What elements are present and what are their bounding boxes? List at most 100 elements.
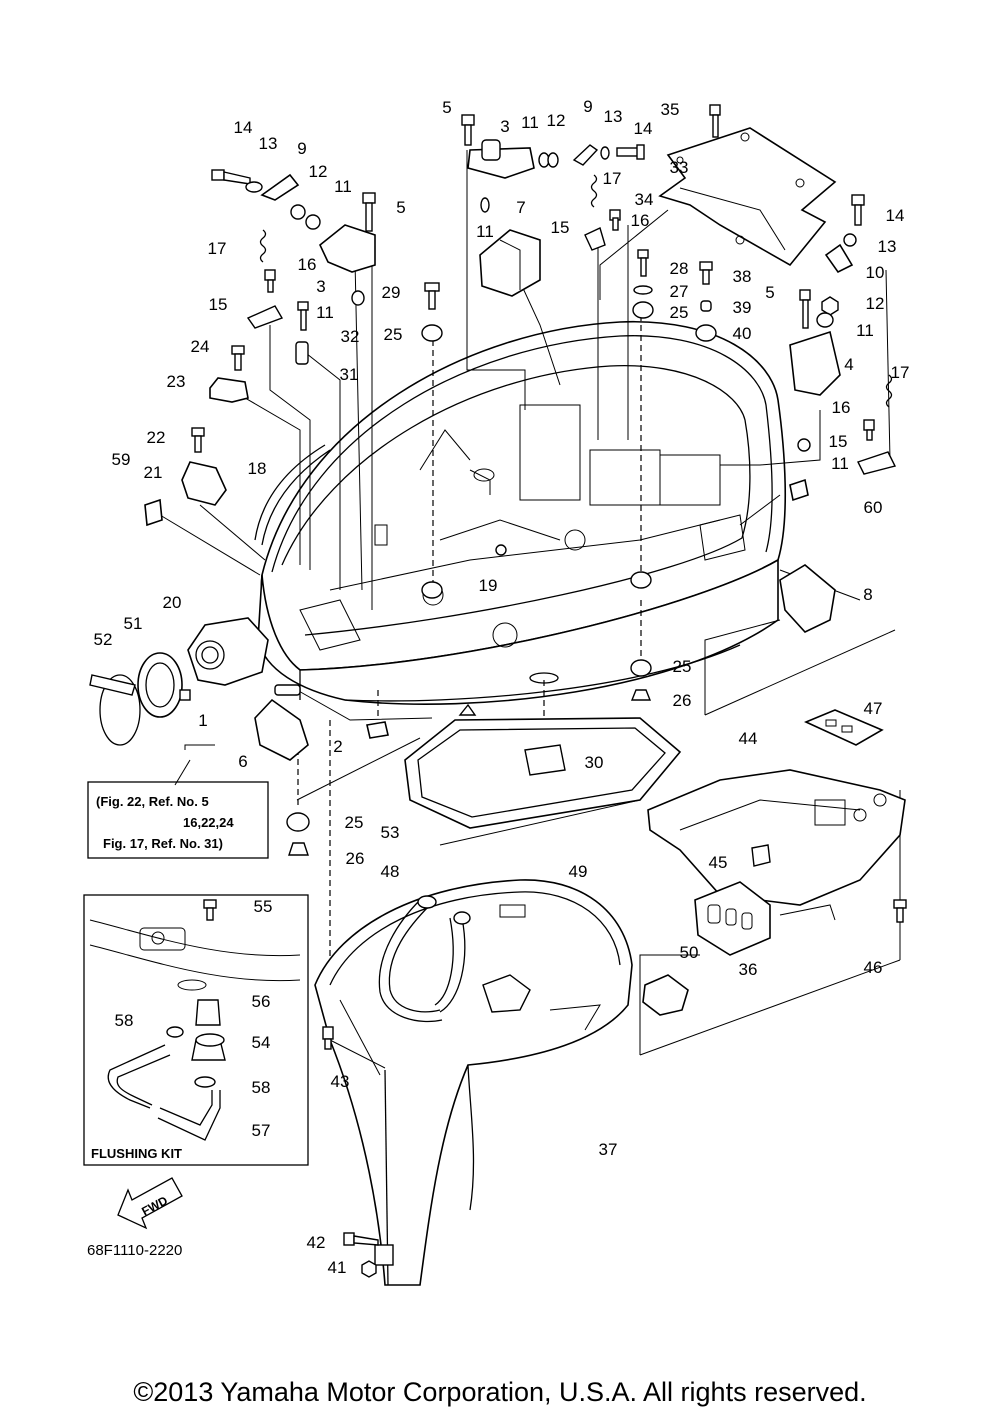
callout-52: 52 (94, 630, 113, 649)
callout-54: 54 (252, 1033, 271, 1052)
right-bracket-parts (816, 194, 865, 328)
callout-11: 11 (856, 321, 874, 340)
flushing-kit-box: FLUSHING KIT (83, 894, 309, 1166)
spring-clip-top (480, 174, 621, 251)
callout-24: 24 (191, 337, 210, 356)
callout-11: 11 (476, 222, 494, 241)
callout-3: 3 (316, 277, 325, 296)
callout-11: 11 (521, 113, 539, 132)
callout-17: 17 (891, 363, 910, 382)
callout-6: 6 (238, 752, 247, 771)
callout-50: 50 (680, 943, 699, 962)
callout-8: 8 (863, 585, 872, 604)
callout-41: 41 (328, 1258, 347, 1277)
callout-28: 28 (670, 259, 689, 278)
bracket-4 (789, 289, 897, 475)
left-side-parts (144, 301, 809, 527)
fwd-arrow: FWD (117, 1177, 183, 1230)
callout-31: 31 (340, 365, 359, 384)
callout-36: 36 (739, 960, 758, 979)
grommets-lower (286, 659, 652, 856)
callout-21: 21 (144, 463, 163, 482)
callout-32: 32 (341, 327, 360, 346)
callout-56: 56 (252, 992, 271, 1011)
callout-39: 39 (733, 298, 752, 317)
callout-26: 26 (673, 691, 692, 710)
callout-22: 22 (147, 428, 166, 447)
seal-strip (261, 449, 331, 546)
bolt-5-top (461, 114, 475, 146)
callout-17: 17 (603, 169, 622, 188)
callout-51: 51 (124, 614, 143, 633)
part-8 (779, 564, 836, 633)
plate-33 (658, 104, 837, 267)
callout-48: 48 (381, 862, 400, 881)
flushing-kit-label: FLUSHING KIT (91, 1146, 182, 1161)
gasket-47 (804, 709, 884, 746)
callout-38: 38 (733, 267, 752, 286)
callout-2: 2 (333, 737, 342, 756)
callout-14: 14 (234, 118, 253, 137)
callout-27: 27 (670, 282, 689, 301)
callout-5: 5 (765, 283, 774, 302)
bolts-lower (322, 1026, 379, 1278)
reference-note-box: (Fig. 22, Ref. No. 5 16,22,24 Fig. 17, R… (87, 781, 269, 859)
copyright-notice: ©2013 Yamaha Motor Corporation, U.S.A. A… (133, 1377, 867, 1407)
callout-13: 13 (259, 134, 278, 153)
note-line-1: (Fig. 22, Ref. No. 5 (96, 794, 209, 809)
spring-clip-left (246, 229, 284, 329)
callout-59: 59 (112, 450, 131, 469)
callout-34: 34 (635, 190, 654, 209)
part-36 (694, 881, 771, 956)
callout-55: 55 (254, 897, 273, 916)
callout-29: 29 (382, 283, 401, 302)
callout-11: 11 (831, 454, 849, 473)
callout-43: 43 (331, 1072, 350, 1091)
callout-60: 60 (864, 498, 883, 517)
fwd-label: FWD (139, 1193, 170, 1218)
hose-48 (378, 895, 531, 1023)
callout-57: 57 (252, 1121, 271, 1140)
callout-47: 47 (864, 699, 883, 718)
callout-58: 58 (115, 1011, 134, 1030)
bottom-cowling (257, 320, 787, 705)
callout-42: 42 (307, 1233, 326, 1252)
callout-13: 13 (878, 237, 897, 256)
callout-5: 5 (396, 198, 405, 217)
bolt-46 (893, 899, 907, 923)
callout-12: 12 (309, 162, 328, 181)
gasket-53 (404, 703, 682, 829)
callout-12: 12 (547, 111, 566, 130)
washers-top (538, 144, 645, 168)
part-50 (642, 974, 689, 1016)
callout-46: 46 (864, 958, 883, 977)
callout-40: 40 (733, 324, 752, 343)
callout-20: 20 (163, 593, 182, 612)
callout-9: 9 (583, 97, 592, 116)
callout-58: 58 (252, 1078, 271, 1097)
leader-lines (159, 150, 901, 1056)
callout-13: 13 (604, 107, 623, 126)
drawing-code: 68F1110-2220 (87, 1242, 182, 1259)
bracket-44 (647, 769, 906, 921)
callout-3: 3 (500, 117, 509, 136)
callout-15: 15 (829, 432, 848, 451)
callout-23: 23 (167, 372, 186, 391)
callout-11: 11 (334, 177, 352, 196)
part-7 (479, 229, 541, 297)
callout-7: 7 (516, 198, 525, 217)
callout-16: 16 (631, 211, 650, 230)
callout-14: 14 (886, 206, 905, 225)
callout-25: 25 (345, 813, 364, 832)
callout-53: 53 (381, 823, 400, 842)
callout-12: 12 (866, 294, 885, 313)
callout-16: 16 (832, 398, 851, 417)
bracket-3-top (467, 139, 535, 179)
callout-30: 30 (585, 753, 604, 772)
callout-44: 44 (739, 729, 758, 748)
callout-16: 16 (298, 255, 317, 274)
grommet-29 (421, 282, 652, 599)
callout-25: 25 (384, 325, 403, 344)
